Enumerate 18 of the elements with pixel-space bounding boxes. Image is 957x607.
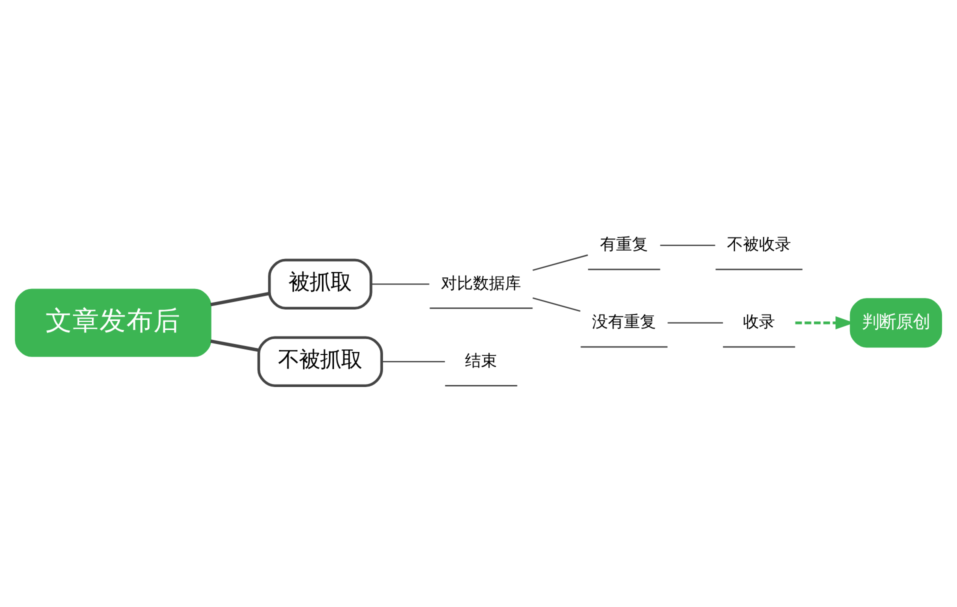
connector <box>532 297 580 312</box>
connector <box>668 322 723 324</box>
node-box: 被抓取 <box>268 258 372 310</box>
connector <box>382 360 445 362</box>
node-text: 没有重复 <box>592 312 656 332</box>
node-text: 不被收录 <box>727 234 792 254</box>
node-text: 有重复 <box>600 234 648 254</box>
node-text: 对比数据库 <box>441 273 522 292</box>
node-text: 结束 <box>465 350 498 370</box>
connector <box>532 254 588 271</box>
node-text: 收录 <box>743 312 776 332</box>
connector <box>371 283 430 285</box>
connector <box>210 339 259 352</box>
connector <box>660 244 716 246</box>
node-box: 判断原创 <box>850 298 942 348</box>
connector <box>210 292 270 306</box>
node-box: 文章发布后 <box>14 288 212 357</box>
node-box: 不被抓取 <box>257 336 383 387</box>
